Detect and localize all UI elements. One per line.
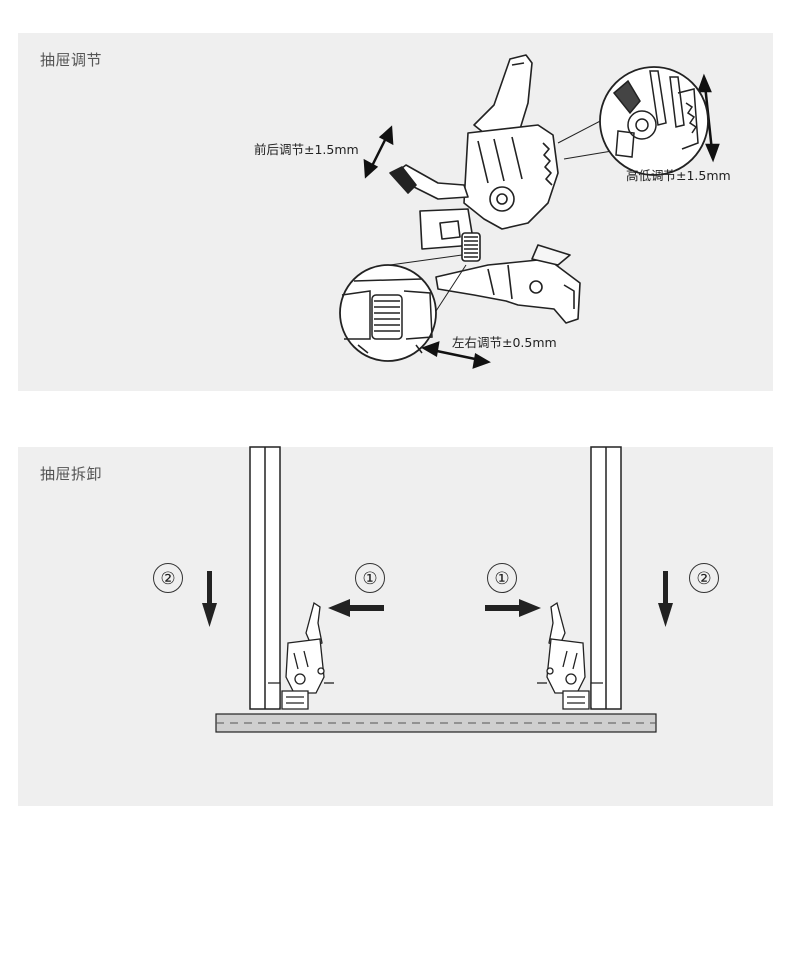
removal-panel: 抽屉拆卸 <box>18 446 773 806</box>
right-step-one-arrow <box>485 599 541 617</box>
left-drawer-clip <box>268 601 334 710</box>
front-back-label: 前后调节±1.5mm <box>254 142 359 157</box>
right-step-two-marker: ② <box>689 563 719 593</box>
right-step-one-marker: ① <box>487 563 517 593</box>
left-drawer-side <box>249 446 281 710</box>
right-drawer-clip <box>537 601 603 710</box>
left-step-one-marker: ① <box>355 563 385 593</box>
front-back-arrow <box>363 125 394 179</box>
drawer-bottom-board <box>215 713 657 733</box>
height-detail-magnifier <box>557 66 709 176</box>
adjustment-diagram <box>339 54 720 369</box>
right-drawer-side <box>590 446 622 710</box>
left-right-arrow <box>421 341 491 369</box>
left-step-two-marker: ② <box>153 563 183 593</box>
left-step-one-arrow <box>328 599 384 617</box>
hinge-mechanism <box>389 54 581 324</box>
left-step-two-down-arrow <box>202 571 217 627</box>
left-right-label: 左右调节±0.5mm <box>452 335 557 350</box>
adjustment-title: 抽屉调节 <box>40 51 103 69</box>
right-step-two-down-arrow <box>658 571 673 627</box>
removal-title: 抽屉拆卸 <box>40 465 103 483</box>
height-label: 高低调节±1.5mm <box>626 168 731 183</box>
removal-diagram <box>202 446 673 733</box>
left-right-detail-magnifier <box>339 254 467 362</box>
adjustment-panel: 抽屉调节 <box>18 33 773 391</box>
